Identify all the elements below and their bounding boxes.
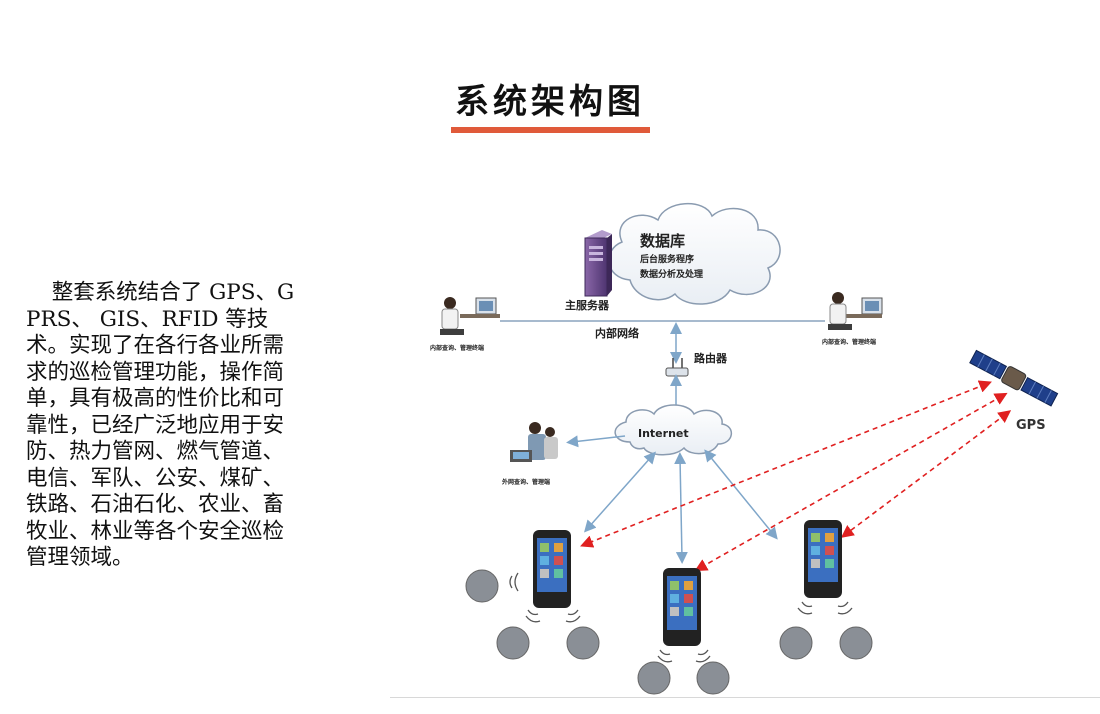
- internet-cloud: Internet: [614, 404, 732, 456]
- handheld-phone-1: [533, 530, 571, 608]
- router-label: 路由器: [694, 351, 728, 365]
- internet-phone2-link: [674, 452, 688, 564]
- terminal-right-label: 内部查询、管理终端: [822, 338, 876, 346]
- cloud-db-line2: 数据分析及处理: [640, 268, 703, 280]
- internal-network-label: 内部网络: [595, 326, 639, 340]
- signal-waves: [509, 572, 853, 663]
- gps-satellite-icon: [969, 349, 1059, 407]
- external-terminal-icon: [510, 422, 558, 462]
- gps-phone2-link: [694, 392, 1008, 572]
- internet-external-link: [566, 435, 626, 448]
- cloud-db-title: 数据库: [640, 232, 685, 250]
- rfid-tag-icon: [465, 569, 873, 695]
- internet-phone1-link: [584, 451, 656, 533]
- page-title: 系统架构图: [455, 82, 645, 122]
- gps-phone1-link: [580, 380, 992, 548]
- internet-label: Internet: [638, 427, 689, 440]
- gps-label: GPS: [1016, 418, 1046, 433]
- main-server-label: 主服务器: [565, 298, 610, 312]
- terminal-left-label: 内部查询、管理终端: [430, 344, 484, 352]
- router-icon: [665, 358, 689, 377]
- main-server-icon: [584, 230, 612, 297]
- bottom-divider: [390, 697, 1100, 698]
- internet-phone3-link: [704, 449, 778, 540]
- cloud-db-line1: 后台服务程序: [640, 253, 694, 265]
- workstation-left-icon: [440, 297, 500, 335]
- workstation-right-icon: [828, 292, 883, 330]
- handheld-phone-2: [663, 568, 701, 646]
- gps-phone3-link: [840, 410, 1012, 538]
- architecture-diagram: 数据库 后台服务程序 数据分析及处理 主服务器 内部网络 内部查询、管理终端 内…: [390, 190, 1100, 700]
- description-text: 整套系统结合了 GPS、GPRS、 GIS、RFID 等技术。实现了在各行各业所…: [26, 280, 295, 570]
- external-terminal-label: 外网查询、管理端: [501, 478, 550, 486]
- handheld-phone-3: [804, 520, 842, 598]
- database-cloud: 数据库 后台服务程序 数据分析及处理: [608, 202, 781, 305]
- title-underline: [451, 127, 650, 133]
